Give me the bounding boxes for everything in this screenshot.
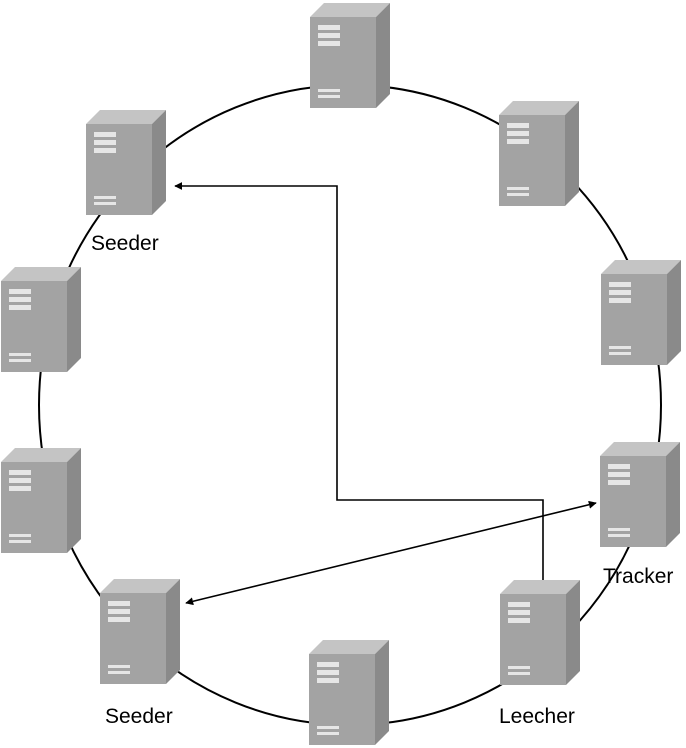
server-icon — [1, 267, 81, 372]
tracker-label: Tracker — [603, 565, 674, 588]
seeder-bottom-label: Seeder — [105, 705, 173, 728]
server-icon-seeder-bottom — [100, 579, 180, 684]
server-icon — [309, 640, 389, 745]
server-icon-leecher — [500, 580, 580, 685]
leecher-label: Leecher — [499, 705, 575, 728]
seeder-top-label: Seeder — [91, 232, 159, 255]
server-icon — [310, 3, 390, 108]
server-icon-tracker — [600, 442, 680, 547]
arrow-tracker-seeder-bottom — [185, 500, 597, 606]
arrow-leecher-to-seeder-top — [174, 182, 544, 583]
server-icon — [601, 260, 681, 365]
server-icon-seeder-top — [86, 110, 166, 215]
server-icon — [1, 448, 81, 553]
server-icon — [499, 101, 579, 206]
